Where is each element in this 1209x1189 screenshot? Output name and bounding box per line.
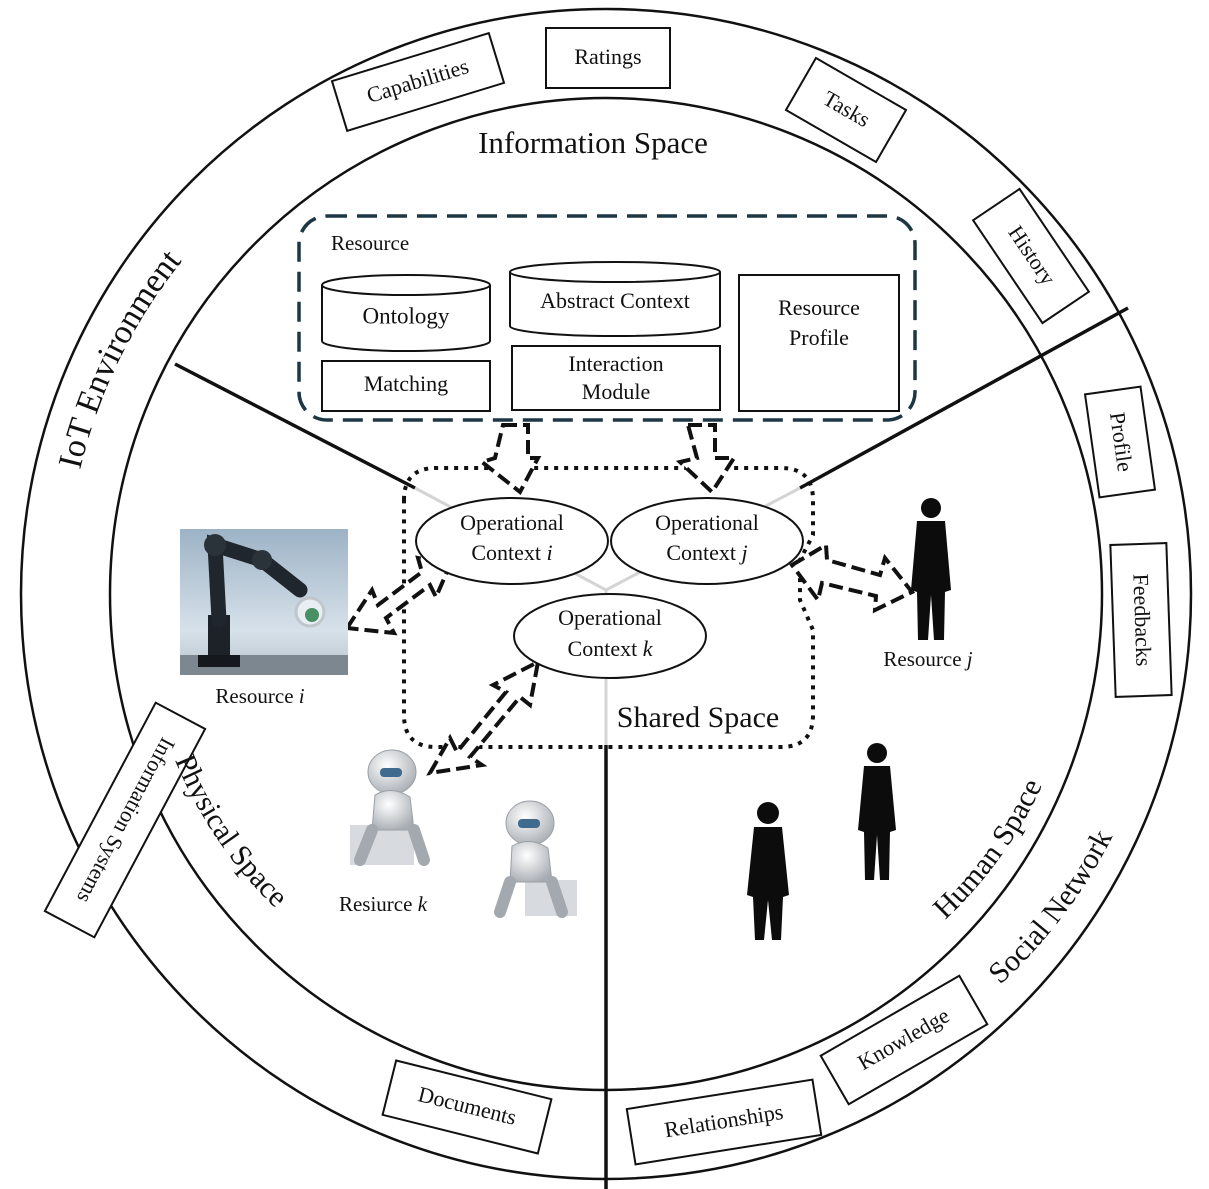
ontology-cylinder: Ontology [321, 274, 491, 352]
svg-text:Profile: Profile [789, 325, 849, 350]
svg-text:Context j: Context j [666, 540, 747, 565]
svg-text:Feedbacks: Feedbacks [1128, 573, 1156, 667]
physical-space-title: Physical Space [168, 750, 294, 914]
label-capabilities: Capabilities [330, 31, 506, 133]
svg-text:Interaction: Interaction [568, 351, 663, 376]
svg-text:Abstract Context: Abstract Context [540, 288, 690, 313]
svg-text:Operational: Operational [655, 510, 759, 535]
label-ratings: Ratings [545, 27, 671, 89]
resource-frame-title: Resource [331, 231, 409, 255]
svg-text:Module: Module [582, 379, 650, 404]
arrow-resource-to-context-j [675, 423, 738, 496]
svg-text:Ratings: Ratings [574, 44, 641, 69]
shared-space-title: Shared Space [617, 701, 779, 734]
operational-context-i: Operational Context i [415, 497, 609, 585]
divider-left [174, 362, 416, 490]
shared-space-outline [402, 466, 815, 749]
resource-frame [297, 214, 917, 422]
svg-text:Operational: Operational [558, 605, 662, 630]
operational-context-k: Operational Context k [513, 593, 707, 679]
resource-j-label: Resource j [883, 647, 972, 671]
robot-k-right [494, 800, 577, 918]
operational-context-j: Operational Context j [610, 497, 804, 585]
arrow-context-j-to-human [789, 541, 916, 614]
arrow-resource-to-context-i [477, 423, 542, 496]
svg-text:Ontology: Ontology [363, 303, 450, 328]
interaction-module-box: Interaction Module [511, 345, 721, 411]
svg-text:Matching: Matching [364, 371, 448, 396]
svg-text:Resource: Resource [778, 295, 860, 320]
abstract-context-cylinder: Abstract Context [509, 261, 721, 337]
person-middle [858, 743, 896, 880]
label-feedbacks: Feedbacks [1109, 542, 1173, 698]
svg-text:Context i: Context i [471, 540, 552, 565]
arrow-context-k-to-robot [426, 658, 541, 776]
robot-k-left [350, 749, 430, 866]
label-information-systems: Information Systems [43, 701, 207, 939]
svg-text:Context k: Context k [568, 636, 654, 661]
resource-i-label: Resource i [215, 684, 304, 708]
resource-profile-box: Resource Profile [738, 274, 900, 412]
person-left [747, 802, 789, 940]
label-tasks: Tasks [784, 56, 908, 164]
resource-k-label: Resiurce k [339, 892, 428, 916]
label-profile: Profile [1083, 385, 1157, 499]
label-knowledge: Knowledge [819, 974, 989, 1106]
information-space-title: Information Space [478, 125, 708, 160]
label-relationships: Relationships [625, 1078, 823, 1166]
matching-box: Matching [321, 360, 491, 412]
robot-arm-image [180, 529, 348, 675]
divider-right [799, 306, 1129, 490]
label-history: History [971, 187, 1091, 325]
svg-text:Operational: Operational [460, 510, 564, 535]
label-documents: Documents [381, 1059, 553, 1155]
person-resource-j [911, 498, 951, 640]
arrow-context-i-to-robot-arm [343, 555, 453, 636]
